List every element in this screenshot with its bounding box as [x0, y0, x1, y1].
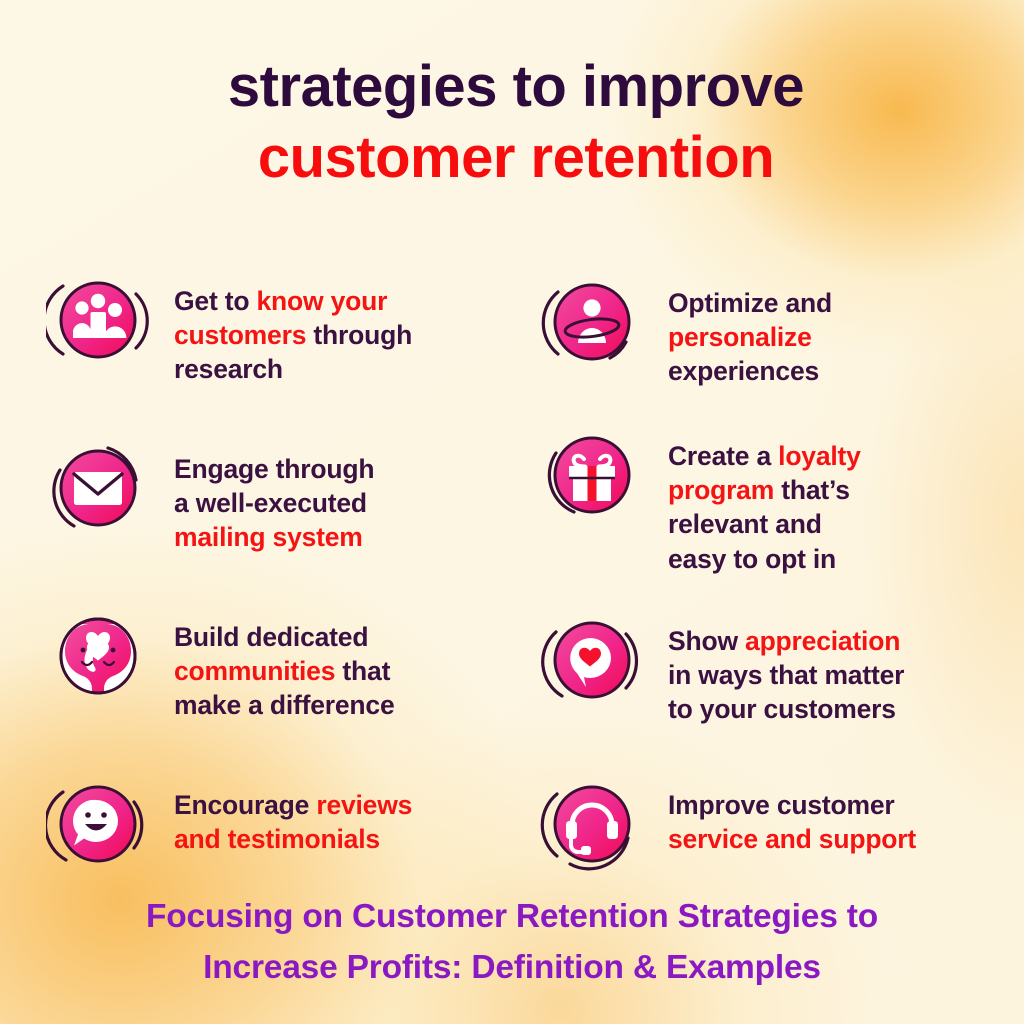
plain-phrase: that’s: [774, 475, 850, 506]
text-line: Build dedicated: [174, 622, 369, 652]
highlighted-phrase: know your: [256, 286, 388, 316]
text-line: Optimize and: [668, 288, 832, 318]
text-line: Get to know your: [174, 286, 387, 316]
strategies-column-left: Get to know your customers through researc…: [46, 268, 516, 878]
text-line: research: [174, 354, 283, 384]
text-line: to your customers: [668, 694, 896, 724]
plain-phrase: through: [306, 320, 413, 351]
strategy-text: Improve customer service and support: [668, 788, 916, 856]
highlighted-phrase: reviews: [316, 790, 413, 820]
highlighted-phrase: loyalty: [778, 441, 861, 471]
highlighted-phrase: service and support: [668, 824, 917, 855]
plain-phrase: Get to: [174, 286, 257, 316]
plain-phrase: to your customers: [668, 694, 896, 725]
strategy-item: Optimize and personalize experiences: [540, 270, 1010, 389]
plain-phrase: Build dedicated: [174, 622, 369, 652]
text-line: Engage through: [174, 454, 375, 484]
strategy-text: Engage through a well-executed mailing sys…: [174, 452, 375, 555]
text-line: make a difference: [174, 690, 395, 720]
strategy-text: Show appreciation in ways that matter to y…: [668, 624, 904, 727]
title-line-1: strategies to improve: [227, 54, 805, 119]
text-line: in ways that matter: [668, 660, 904, 690]
title-line-2: customer retention: [257, 124, 775, 190]
plain-phrase: easy to opt in: [668, 543, 837, 574]
two-faces-heart-icon: [46, 604, 150, 708]
caption-line-2: Increase Profits: Definition & Examples: [203, 948, 821, 986]
plain-phrase: Create a: [668, 441, 779, 471]
text-line: a well-executed: [174, 488, 367, 518]
highlighted-phrase: communities: [174, 656, 336, 687]
plain-phrase: Engage through: [174, 454, 375, 484]
plain-phrase: Improve customer: [668, 790, 895, 820]
text-line: mailing system: [174, 522, 363, 552]
text-line: Improve customer: [668, 790, 895, 820]
plain-phrase: research: [174, 354, 283, 385]
highlighted-phrase: program: [668, 475, 775, 506]
plain-phrase: relevant and: [668, 509, 822, 540]
strategies-column-right: Optimize and personalize experiences: [540, 268, 1010, 878]
text-line: Show appreciation: [668, 626, 900, 656]
strategy-item: Encourage reviews and testimonials: [46, 772, 516, 876]
plain-phrase: make a difference: [174, 690, 395, 721]
strategy-item: Engage through a well-executed mailing sys…: [46, 436, 516, 555]
page-title: strategies to improve customer retention: [0, 52, 1024, 194]
text-line: Encourage reviews: [174, 790, 412, 820]
highlighted-phrase: mailing system: [174, 522, 363, 553]
plain-phrase: in ways that matter: [668, 660, 905, 691]
text-line: and testimonials: [174, 824, 380, 854]
strategy-text: Optimize and personalize experiences: [668, 286, 832, 389]
envelope-icon: [46, 436, 150, 540]
text-line: easy to opt in: [668, 544, 836, 574]
people-group-icon: [46, 268, 150, 372]
plain-phrase: Show: [668, 626, 746, 656]
highlighted-phrase: personalize: [668, 322, 812, 353]
highlighted-phrase: and testimonials: [174, 824, 380, 855]
plain-phrase: Optimize and: [668, 288, 832, 318]
text-line: communities that: [174, 656, 390, 686]
person-orbit-icon: [540, 270, 644, 374]
strategy-item: Get to know your customers through researc…: [46, 268, 516, 387]
strategy-text: Get to know your customers through researc…: [174, 284, 412, 387]
strategy-item: Improve customer service and support: [540, 772, 1010, 876]
footer-caption: Focusing on Customer Retention Strategie…: [0, 892, 1024, 994]
strategy-text: Encourage reviews and testimonials: [174, 788, 412, 856]
heart-speech-bubble-icon: [540, 608, 644, 712]
plain-phrase: experiences: [668, 356, 820, 387]
gift-box-icon: [540, 423, 644, 527]
text-line: service and support: [668, 824, 916, 854]
plain-phrase: a well-executed: [174, 488, 367, 519]
plain-phrase: Encourage: [174, 790, 317, 820]
highlighted-phrase: customers: [174, 320, 307, 351]
headset-icon: [540, 772, 644, 876]
caption-line-1: Focusing on Customer Retention Strategie…: [146, 898, 878, 935]
text-line: relevant and: [668, 509, 822, 539]
strategy-item: Show appreciation in ways that matter to y…: [540, 608, 1010, 727]
text-line: program that’s: [668, 475, 850, 505]
plain-phrase: that: [335, 656, 391, 687]
highlighted-phrase: appreciation: [745, 626, 901, 656]
text-line: personalize: [668, 322, 812, 352]
text-line: experiences: [668, 356, 819, 386]
strategies-grid: Get to know your customers through researc…: [0, 268, 1024, 878]
text-line: Create a loyalty: [668, 441, 861, 471]
smiley-speech-bubble-icon: [46, 772, 150, 876]
text-line: customers through: [174, 320, 412, 350]
